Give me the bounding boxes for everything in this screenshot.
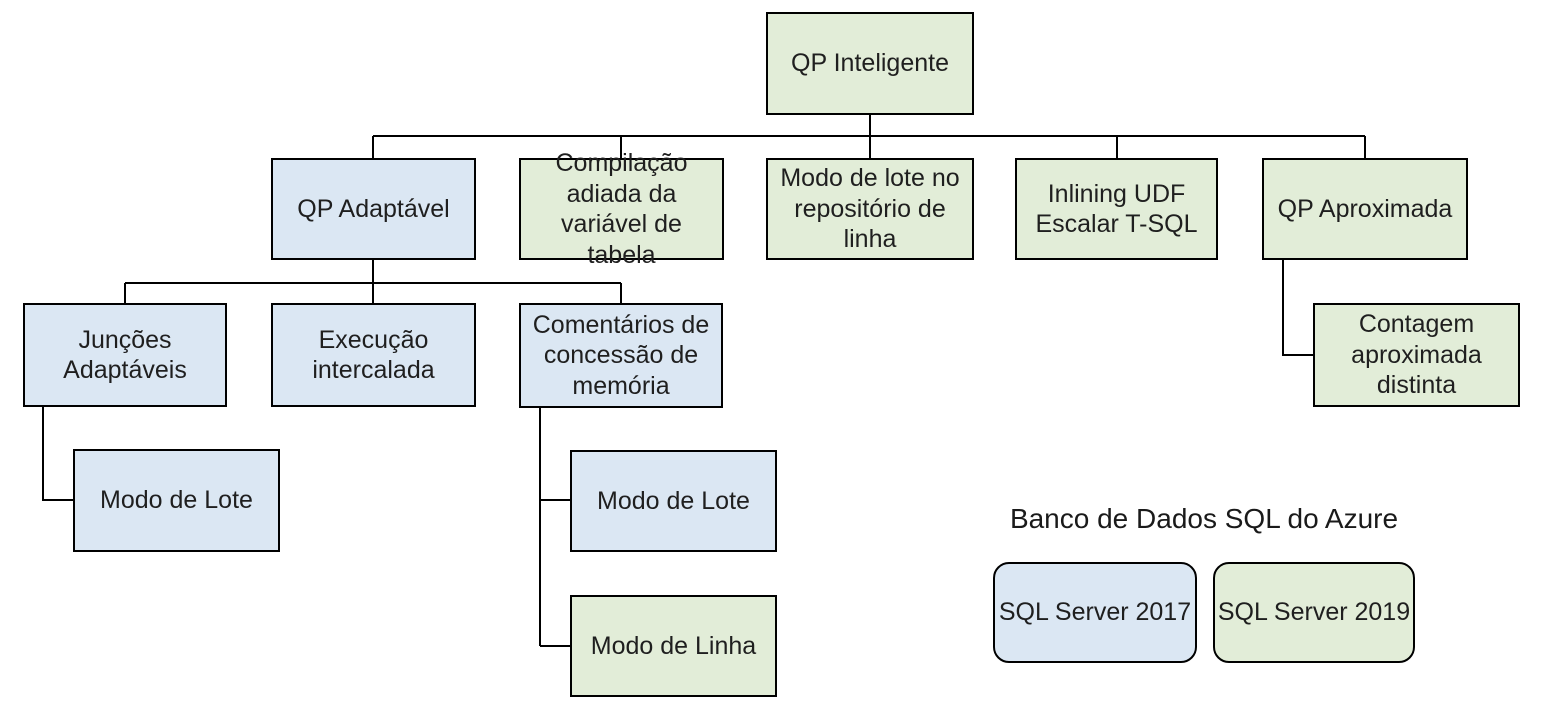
node-qp-aproximada: QP Aproximada xyxy=(1262,158,1468,260)
legend-title: Banco de Dados SQL do Azure xyxy=(1009,503,1399,534)
node-qp-adaptavel: QP Adaptável xyxy=(271,158,476,260)
node-qp-inteligente: QP Inteligente xyxy=(766,12,974,115)
node-modo-lote-repositorio: Modo de lote no repositório de linha xyxy=(766,158,974,260)
node-inlining-udf: Inlining UDF Escalar T-SQL xyxy=(1015,158,1218,260)
node-modo-lote-juncoes: Modo de Lote xyxy=(73,449,280,552)
node-comentarios-memoria: Comentários de concessão de memória xyxy=(519,303,723,408)
node-contagem-distinta: Contagem aproximada distinta xyxy=(1313,303,1520,407)
node-execucao-intercalada: Execução intercalada xyxy=(271,303,476,407)
legend-item-sql-server-2017: SQL Server 2017 xyxy=(993,562,1197,663)
legend-item-sql-server-2019: SQL Server 2019 xyxy=(1213,562,1415,663)
node-juncoes-adaptaveis: Junções Adaptáveis xyxy=(23,303,227,407)
node-modo-lote-comentarios: Modo de Lote xyxy=(570,450,777,552)
node-compilacao-adiada: Compilação adiada da variável de tabela xyxy=(519,149,724,269)
node-modo-linha: Modo de Linha xyxy=(570,595,777,697)
